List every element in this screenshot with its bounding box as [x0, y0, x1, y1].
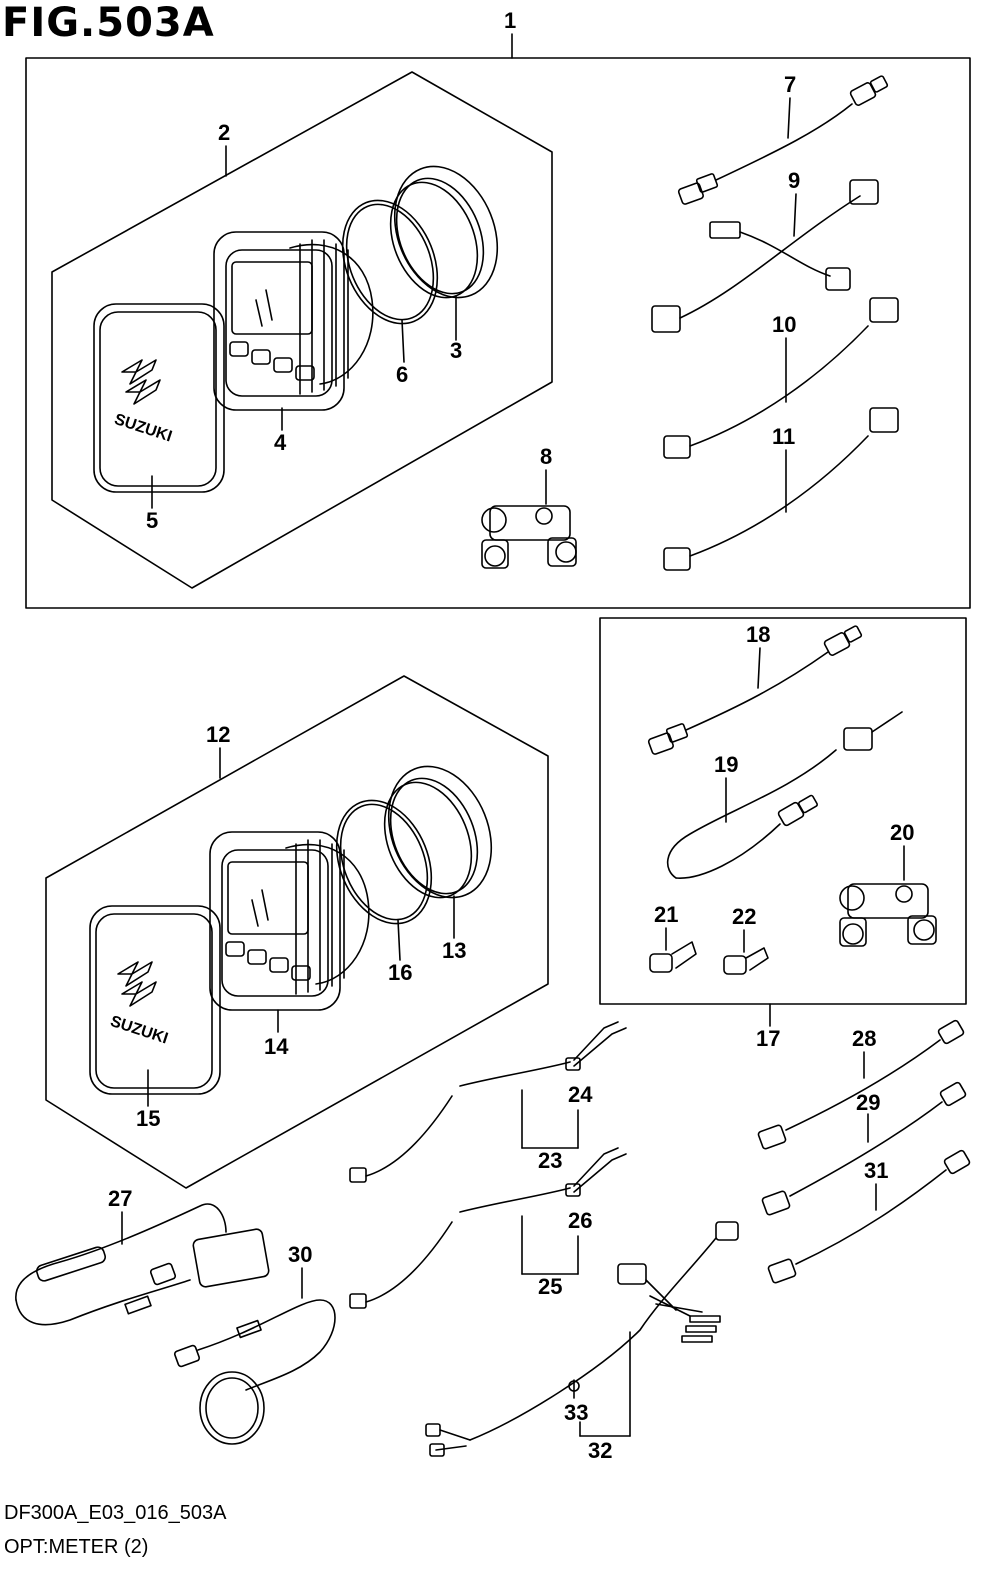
callout-29: 29 — [856, 1090, 880, 1115]
callout-30: 30 — [288, 1242, 312, 1267]
callout-33: 33 — [564, 1400, 588, 1425]
o-ring-16 — [335, 799, 433, 961]
figure-code: DF300A_E03_016_503A — [4, 1502, 227, 1524]
tee-connector-8 — [481, 469, 577, 569]
sensor-27 — [15, 1203, 270, 1326]
callout-24: 24 — [568, 1082, 593, 1107]
figure-subtitle: OPT:METER (2) — [4, 1536, 149, 1558]
cable-18 — [647, 625, 863, 755]
callout-1: 1 — [504, 8, 516, 33]
antenna-30 — [173, 1267, 336, 1445]
callout-16: 16 — [388, 960, 412, 985]
cover-15 — [89, 905, 221, 1107]
callout-9: 9 — [788, 168, 800, 193]
kit-12-outline — [45, 675, 549, 1189]
callout-2: 2 — [218, 120, 230, 145]
callout-18: 18 — [746, 622, 770, 647]
kit-2-outline — [51, 71, 553, 589]
ring-nut-13 — [383, 765, 493, 939]
callout-25: 25 — [538, 1274, 562, 1299]
callout-3: 3 — [450, 338, 462, 363]
callout-14: 14 — [264, 1034, 289, 1059]
o-ring-6 — [341, 199, 439, 363]
cover-5-brand: SUZUKI — [112, 411, 174, 446]
terminator-22 — [723, 929, 769, 975]
callout-17: 17 — [756, 1026, 780, 1051]
callout-6: 6 — [396, 362, 408, 387]
cable-10 — [663, 297, 899, 459]
harness-25 — [349, 1147, 627, 1309]
callout-11: 11 — [772, 424, 795, 449]
callout-7: 7 — [784, 72, 796, 97]
cover-5 — [93, 303, 225, 509]
callout-23: 23 — [538, 1148, 562, 1173]
harness-32 — [425, 1221, 739, 1457]
cable-7 — [677, 75, 889, 205]
callout-21: 21 — [654, 902, 678, 927]
callout-10: 10 — [772, 312, 796, 337]
callout-15: 15 — [136, 1106, 160, 1131]
callout-28: 28 — [852, 1026, 876, 1051]
callout-32: 32 — [588, 1438, 612, 1463]
tee-connector-20 — [839, 845, 937, 947]
callout-19: 19 — [714, 752, 738, 777]
figure-title: FIG.503A — [2, 0, 215, 46]
gauge-14 — [209, 831, 370, 1033]
cover-15-brand: SUZUKI — [108, 1013, 170, 1048]
ring-nut-3 — [389, 165, 499, 341]
gauge-4 — [213, 231, 374, 431]
callout-31: 31 — [864, 1158, 888, 1183]
callout-20: 20 — [890, 820, 914, 845]
cable-11 — [663, 407, 899, 571]
harness-9 — [651, 179, 879, 333]
callout-27: 27 — [108, 1186, 132, 1211]
callout-5: 5 — [146, 508, 158, 533]
cable-31 — [767, 1149, 971, 1284]
harness-23 — [349, 1021, 627, 1183]
screw-33 — [568, 1379, 580, 1399]
callout-8: 8 — [540, 444, 552, 469]
callout-22: 22 — [732, 904, 756, 929]
cable-28 — [757, 1019, 965, 1150]
terminator-21 — [649, 927, 697, 973]
assembly-box-17 — [599, 617, 967, 1005]
callout-12: 12 — [206, 722, 230, 747]
cable-19 — [666, 711, 903, 879]
callout-13: 13 — [442, 938, 466, 963]
cable-29 — [761, 1081, 967, 1216]
callout-26: 26 — [568, 1208, 592, 1233]
callout-4: 4 — [274, 430, 287, 455]
assembly-box-1 — [25, 57, 971, 609]
